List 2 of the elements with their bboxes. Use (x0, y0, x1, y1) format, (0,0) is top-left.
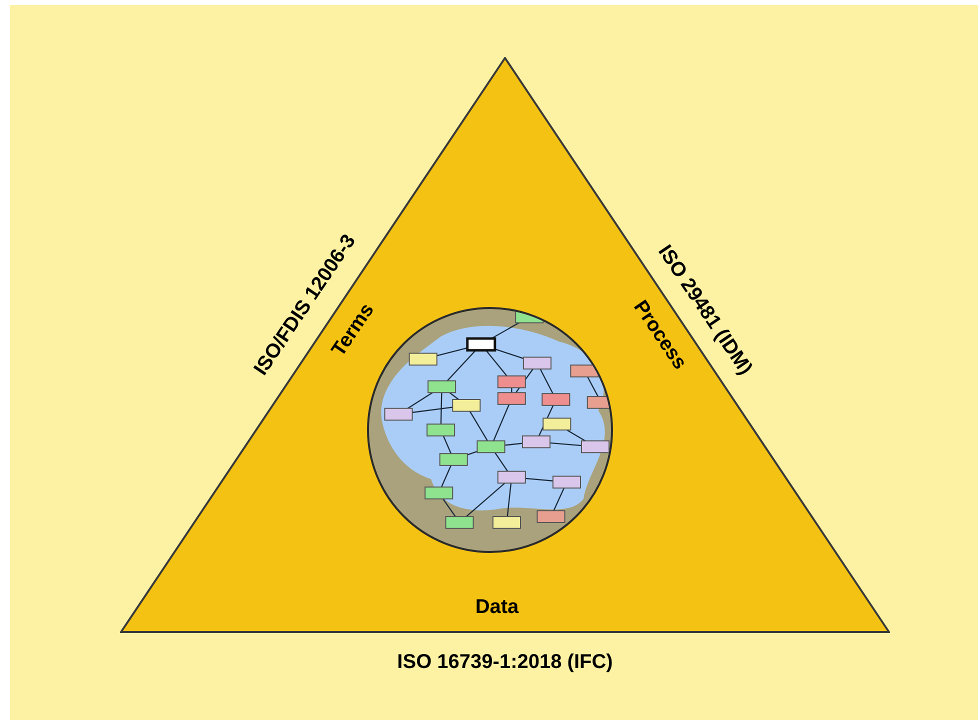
corner-label: Data (475, 595, 519, 620)
standard-label: ISO 16739-1:2018 (IFC) (397, 650, 613, 675)
